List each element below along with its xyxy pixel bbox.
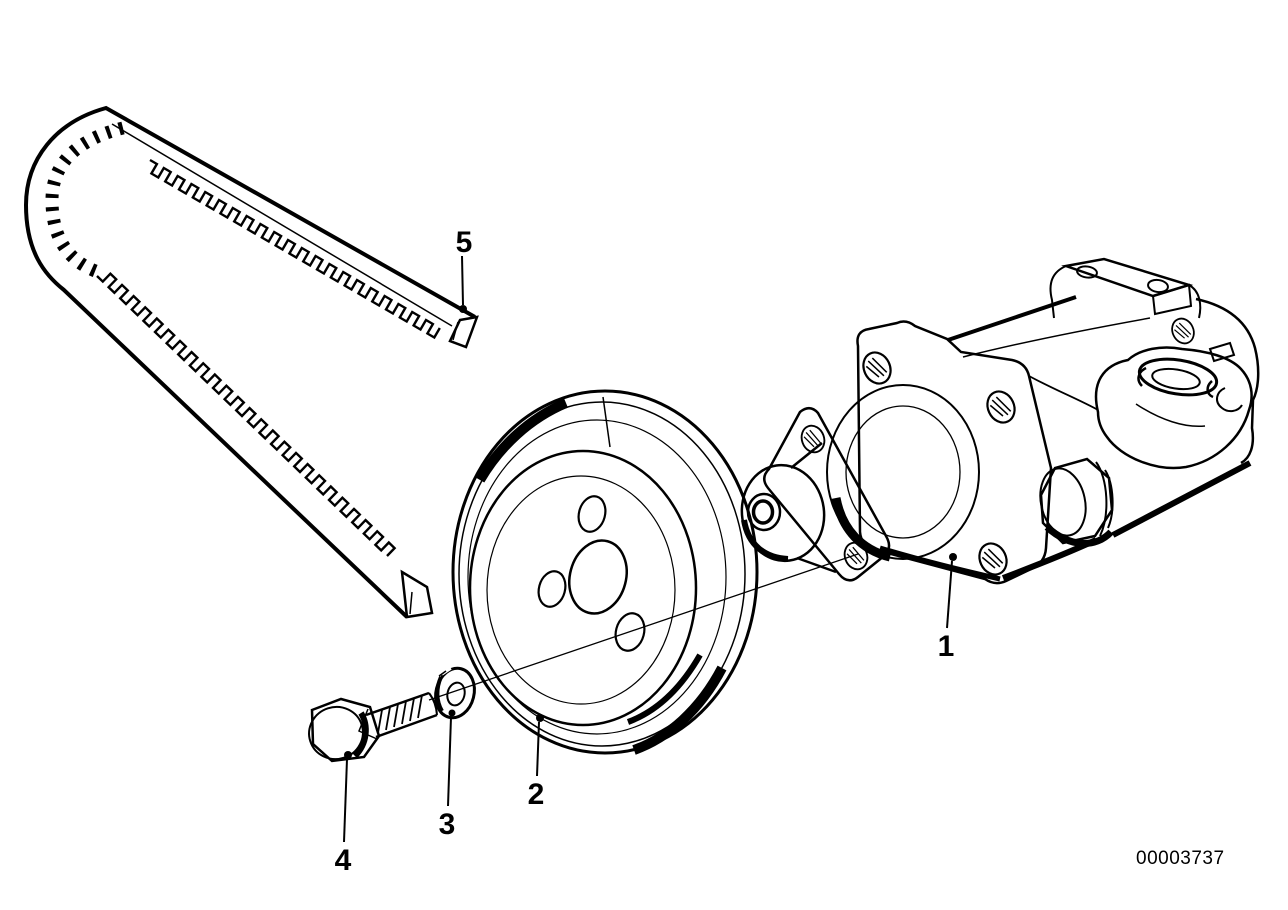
callout-dot [949, 553, 957, 561]
callout-dot [448, 709, 456, 717]
callout-dot [459, 305, 467, 313]
belt-teeth-bend [45, 121, 125, 279]
pulley-bolt-hole [614, 612, 646, 652]
port-opening [1137, 357, 1219, 397]
pulley-center-bore [568, 539, 628, 615]
pump-mounting-plate [856, 320, 1053, 585]
bolt-threads [377, 694, 423, 734]
pad-hole [1076, 265, 1098, 279]
belt-teeth-upper [149, 158, 441, 340]
threaded-hole [862, 351, 892, 385]
callout-label[interactable]: 2 [528, 778, 545, 811]
threaded-hole [978, 542, 1008, 576]
pump-right-end [1195, 297, 1260, 465]
pump-drawing [740, 257, 1260, 585]
threaded-hole [1171, 317, 1195, 345]
callout-label[interactable]: 5 [456, 226, 473, 259]
hex-plug [1039, 457, 1114, 547]
callout-5[interactable]: 5 [456, 226, 473, 313]
callout-1[interactable]: 1 [938, 553, 957, 663]
callout-leader [946, 560, 953, 629]
threaded-hole [800, 424, 826, 454]
pump-top-pad [1049, 257, 1202, 319]
pump-notch [1208, 341, 1236, 363]
callout-label[interactable]: 4 [335, 844, 352, 877]
washer-drawing [434, 664, 476, 720]
callout-leader [461, 255, 464, 306]
callout-label[interactable]: 1 [938, 630, 955, 663]
callout-4[interactable]: 4 [335, 751, 352, 877]
shaft-flange [763, 407, 891, 582]
callout-dot [344, 751, 352, 759]
bolt-drawing [308, 691, 438, 763]
callout-leader [343, 758, 348, 843]
pad-hole [1147, 278, 1169, 294]
callout-2[interactable]: 2 [528, 714, 545, 811]
pulley-face [468, 449, 698, 727]
callout-leader [536, 721, 540, 777]
belt-outer-edge [23, 105, 476, 619]
callout-dot [536, 714, 544, 722]
threaded-hole [986, 390, 1016, 424]
pulley-drawing [451, 389, 759, 755]
pulley-bolt-hole [537, 570, 567, 608]
callout-3[interactable]: 3 [439, 709, 456, 842]
v-belt-drawing [23, 105, 479, 619]
belt-end-upper [448, 315, 479, 349]
callout-label[interactable]: 3 [439, 808, 456, 841]
pulley-bolt-hole [577, 495, 607, 533]
diagram-id: 00003737 [1136, 848, 1225, 869]
pump-port-boss [1094, 346, 1253, 470]
assembly-axis-line [428, 553, 859, 701]
threaded-hole [843, 541, 869, 571]
callout-leader [447, 716, 452, 807]
pulley-rim [451, 389, 759, 755]
bearing-boss [826, 384, 980, 560]
belt-teeth-lower [96, 272, 397, 557]
bolt-head [310, 697, 381, 763]
belt-end-lower [400, 569, 434, 619]
